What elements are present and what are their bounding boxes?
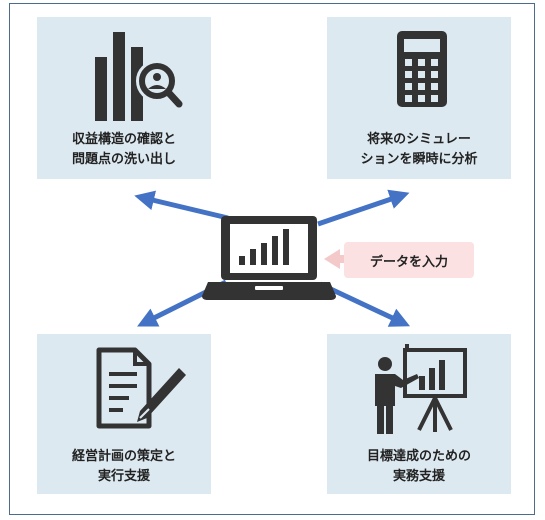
card-label: 将来のシミュレー ションを瞬時に分析 xyxy=(327,130,511,170)
data-input-label: データを入力 xyxy=(344,242,474,278)
card-label: 経営計画の策定と 実行支援 xyxy=(37,447,211,487)
card-label-line1: 将来のシミュレー xyxy=(367,132,471,147)
card-revenue-structure: 収益構造の確認と 問題点の洗い出し xyxy=(37,17,211,179)
arrow-to-top-left xyxy=(134,190,229,221)
card-label-line2: 実務支援 xyxy=(392,469,445,484)
card-label-line2: ションを瞬時に分析 xyxy=(360,152,478,167)
calculator-icon xyxy=(397,31,447,107)
card-business-plan: 経営計画の策定と 実行支援 xyxy=(37,334,211,494)
bar-chart-magnifier-icon xyxy=(95,32,183,121)
document-pen-icon xyxy=(96,347,186,429)
card-practical-support: 目標達成のための 実務支援 xyxy=(327,334,511,494)
card-simulation: 将来のシミュレー ションを瞬時に分析 xyxy=(327,17,511,179)
card-label-line2: 実行支援 xyxy=(97,469,150,484)
card-label-line2: 問題点の洗い出し xyxy=(71,152,176,167)
card-label-line1: 目標達成のための xyxy=(366,449,471,464)
input-arrow xyxy=(324,249,348,269)
card-label: 目標達成のための 実務支援 xyxy=(327,447,511,487)
arrow-to-top-right xyxy=(317,189,410,227)
card-label-line1: 収益構造の確認と xyxy=(71,132,176,147)
presenter-chart-icon xyxy=(375,344,467,434)
card-label: 収益構造の確認と 問題点の洗い出し xyxy=(37,130,211,170)
card-label-line1: 経営計画の策定と xyxy=(71,449,176,464)
